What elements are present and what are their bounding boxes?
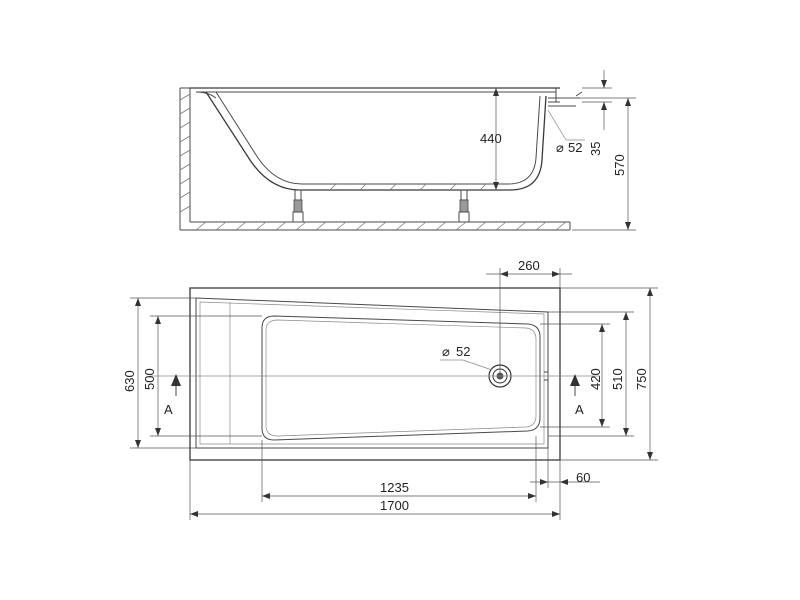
section-arrow-right-icon: [570, 374, 580, 396]
dimension-440: [493, 88, 499, 190]
tub-inner-rim: [195, 297, 549, 449]
tub-outer-outline: [189, 287, 561, 461]
dim-60-label: 60: [576, 470, 590, 485]
dim-500-label: 500: [142, 368, 157, 390]
dim-750-label: 750: [634, 368, 649, 390]
section-label-right: A: [575, 402, 584, 417]
dim-570-label: 570: [612, 154, 627, 176]
dimension-60: [530, 448, 600, 488]
wall-hatch: [179, 87, 191, 230]
dim-440-label: 440: [480, 131, 502, 146]
dimension-750: [560, 287, 658, 461]
dimension-500: [150, 315, 262, 437]
tub-legs: [292, 189, 470, 223]
dim-510-label: 510: [610, 368, 625, 390]
dim-1700-label: 1700: [380, 498, 409, 513]
dim-630-label: 630: [122, 370, 137, 392]
dimension-510: [548, 311, 634, 437]
top-view: ⌀ 52 260 630 500: [122, 258, 658, 520]
dim-1235-label: 1235: [380, 480, 409, 495]
section-label-left: A: [164, 402, 173, 417]
dimension-35: [582, 70, 612, 130]
floor-hatch: [180, 221, 571, 231]
section-arrow-left-icon: [171, 374, 181, 396]
tub-rim: [190, 87, 560, 103]
drain-diameter-label: 52: [456, 344, 470, 359]
drain-diameter-symbol: ⌀: [442, 344, 450, 359]
dimension-630: [130, 297, 196, 449]
outlet-diameter-label: 52: [568, 140, 582, 155]
dim-420-label: 420: [588, 368, 603, 390]
tub-basin: [261, 315, 541, 441]
dimension-260: [486, 268, 572, 376]
dimension-1235: [261, 436, 537, 502]
dim-260-label: 260: [518, 258, 540, 273]
dimension-420: [540, 323, 610, 428]
overflow-outlet: [547, 91, 585, 141]
tub-body: [205, 91, 547, 191]
dimension-1700: [189, 460, 561, 520]
side-view: 440 ⌀ 52 35 570: [179, 70, 636, 231]
dim-35-label: 35: [588, 142, 603, 156]
dimension-570: [560, 97, 636, 231]
outlet-diameter-symbol: ⌀: [556, 140, 564, 155]
